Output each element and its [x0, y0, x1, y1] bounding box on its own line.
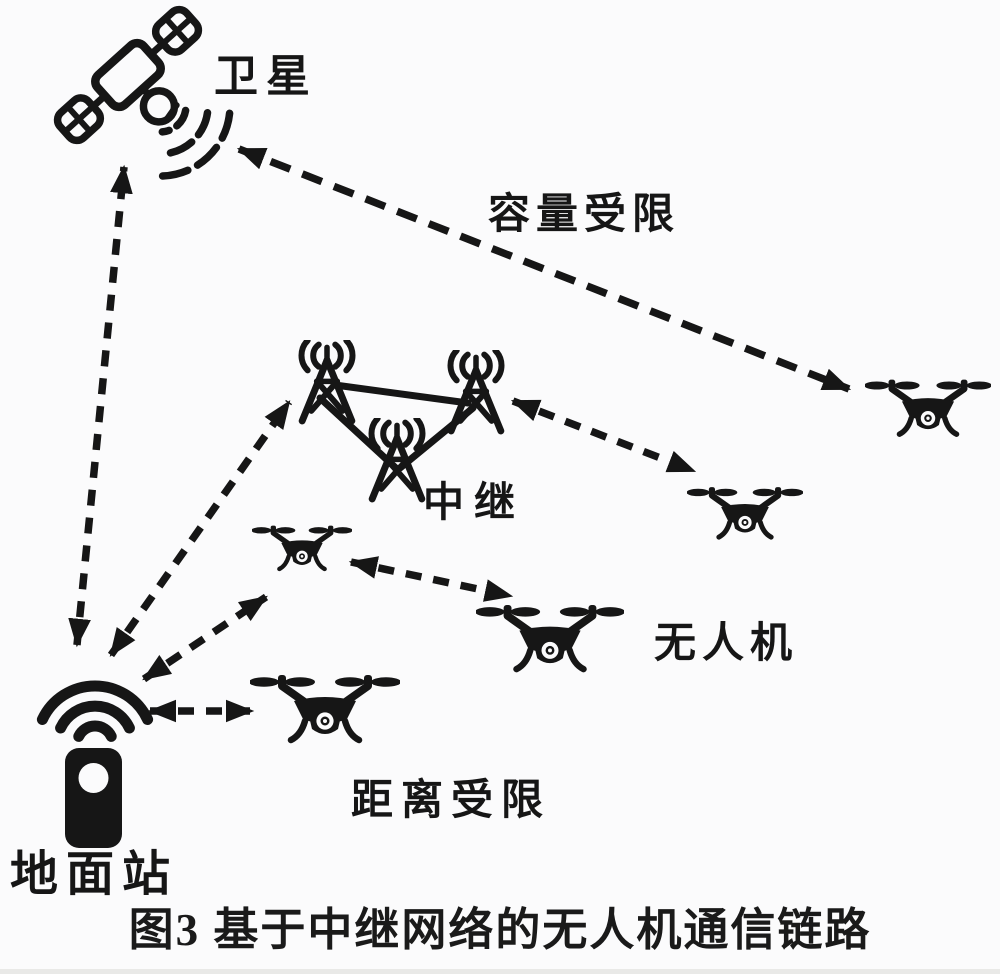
bottom-edge-strip — [0, 969, 1000, 974]
link-uav-small-uav-center — [348, 556, 514, 602]
uav-mid-right-drone-icon — [687, 484, 803, 544]
figure-caption: 图3 基于中继网络的无人机通信链路 — [128, 905, 872, 955]
satellite-label: 卫星 — [214, 52, 318, 101]
link-relay-uav-mid-right — [510, 397, 697, 475]
distance-limited-label: 距离受限 — [351, 778, 552, 824]
satellite-signal-waves-icon — [158, 106, 234, 180]
ground-station-label: 地面站 — [10, 848, 179, 901]
capacity-limited-label: 容量受限 — [488, 192, 681, 238]
uav-bottom-drone-icon — [250, 671, 400, 749]
uav-right-top-drone-icon — [865, 376, 991, 442]
link-satellite-uav-capacity-limited — [236, 145, 852, 393]
link-ground-station-uav-small — [141, 593, 269, 683]
relay-tower-right-icon — [430, 350, 522, 442]
uav-center-drone-icon — [476, 601, 624, 678]
satellite-icon — [53, 5, 234, 180]
relay-label: 中继 — [423, 479, 525, 525]
uav-small-left-drone-icon — [252, 523, 352, 575]
uav-label: 无人机 — [654, 621, 799, 667]
link-ground-station-relay — [107, 399, 293, 658]
link-ground-station-satellite — [68, 164, 133, 648]
ground-station-antenna-icon — [36, 680, 154, 848]
